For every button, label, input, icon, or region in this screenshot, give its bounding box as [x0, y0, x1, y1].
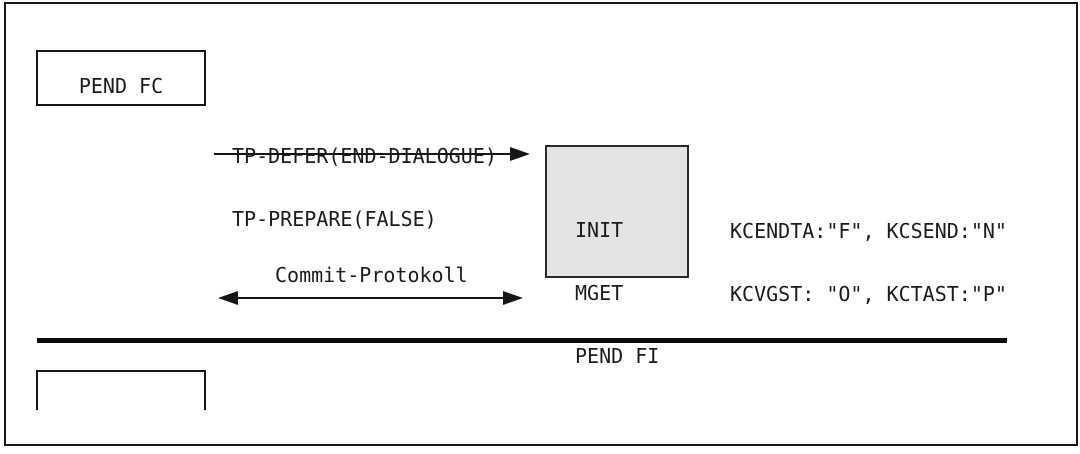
program-line-3: PEND FI [575, 344, 660, 368]
request-call-text: TP-DEFER(END-DIALOGUE) TP-PREPARE(FALSE) [232, 104, 497, 272]
request-arrow-line [214, 153, 512, 155]
program-box: INIT MGET PEND FI [545, 145, 689, 367]
arrowhead-right-icon [503, 291, 523, 305]
commit-protocol-label: Commit-Protokoll [275, 263, 468, 287]
arrowhead-right-icon [510, 147, 530, 161]
sender-box: PEND FC [36, 50, 206, 106]
commit-arrow-line [236, 297, 505, 299]
kc-values-line-1: KCENDTA:"F", KCSEND:"N" [730, 219, 1007, 243]
program-box-text: INIT MGET PEND FI [575, 178, 659, 409]
figure-frame [4, 2, 1078, 446]
arrowhead-left-icon [218, 291, 238, 305]
program-line-2: MGET [575, 281, 624, 305]
sender-box-label: PEND FC [78, 74, 164, 98]
kc-values-line-2: KCVGST: "O", KCTAST:"P" [730, 282, 1007, 306]
request-line-2: TP-PREPARE(FALSE) [232, 207, 437, 231]
program-line-1: INIT [575, 218, 624, 242]
kc-values-text: KCENDTA:"F", KCSEND:"N" KCVGST: "O", KCT… [730, 179, 1007, 347]
separator-line [37, 338, 1007, 343]
receiver-box [36, 370, 206, 410]
request-line-1: TP-DEFER(END-DIALOGUE) [232, 144, 497, 168]
